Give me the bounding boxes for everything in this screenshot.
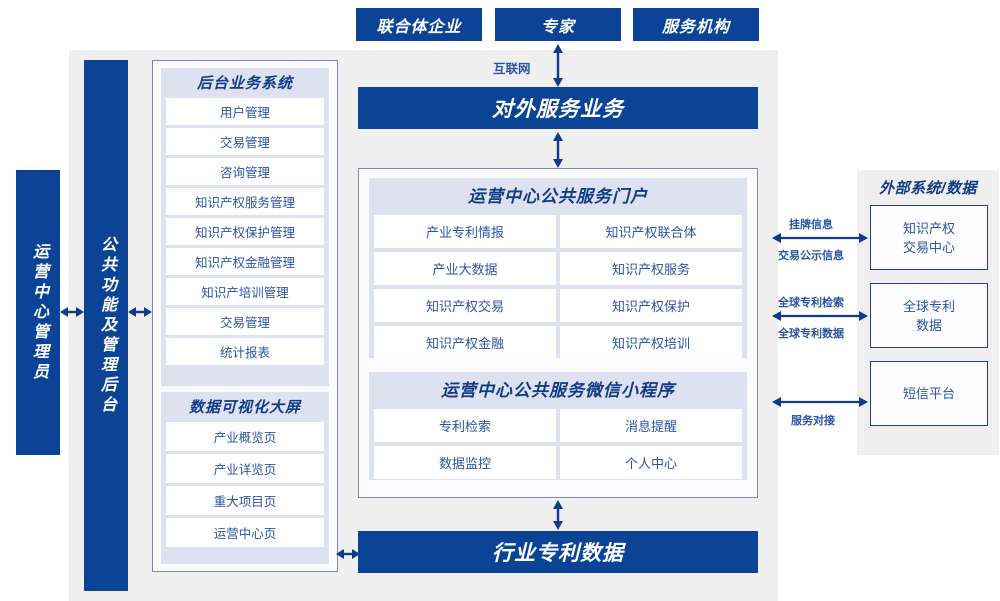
external-label-above: 全球专利检索 (778, 297, 844, 309)
arrow-modules-to-data (336, 546, 360, 562)
miniprogram-item[interactable]: 个人中心 (560, 446, 742, 479)
module-item[interactable]: 咨询管理 (166, 158, 324, 185)
external-box-ip-exchange-center[interactable]: 知识产权 交易中心 (870, 205, 988, 270)
module-item[interactable]: 知识产权保护管理 (166, 218, 324, 245)
arrow-external-global-patent (772, 308, 868, 324)
actor-box-union-enterprise[interactable]: 联合体企业 (356, 8, 482, 41)
portal-item[interactable]: 知识产权交易 (374, 289, 556, 322)
arrow-portal-to-data (550, 500, 566, 530)
miniprogram-item[interactable]: 数据监控 (374, 446, 556, 479)
module-group-title: 后台业务系统 (196, 75, 293, 92)
module-item[interactable]: 用户管理 (166, 98, 324, 125)
actor-box-expert[interactable]: 专家 (495, 8, 621, 41)
center-group-grid: 专利检索 消息提醒 数据监控 个人中心 (374, 409, 742, 479)
module-item[interactable]: 统计报表 (166, 338, 324, 365)
bar-label: 行业专利数据 (492, 542, 624, 565)
module-item[interactable]: 产业详览页 (166, 454, 324, 483)
miniprogram-item[interactable]: 专利检索 (374, 409, 556, 442)
external-label-below: 全球专利数据 (778, 328, 844, 340)
external-label-above: 挂牌信息 (789, 219, 833, 231)
actor-label: 专家 (540, 18, 575, 36)
arrow-external-ip-exchange (772, 230, 868, 246)
industry-patent-data-bar[interactable]: 行业专利数据 (358, 531, 758, 573)
portal-item[interactable]: 知识产权金融 (374, 326, 556, 359)
portal-item[interactable]: 产业专利情报 (374, 215, 556, 248)
arrow-service-to-portal (550, 132, 566, 168)
external-label-below: 交易公示信息 (778, 250, 844, 262)
portal-item[interactable]: 知识产权培训 (560, 326, 742, 359)
module-group-title: 数据可视化大屏 (188, 399, 301, 416)
arrow-admin-to-backend (60, 304, 84, 320)
portal-item[interactable]: 知识产权保护 (560, 289, 742, 322)
arrow-internet (550, 44, 566, 87)
external-box-global-patent-data[interactable]: 全球专利 数据 (870, 283, 988, 348)
external-box-label: 短信平台 (902, 386, 955, 401)
arrow-backend-to-modules (128, 304, 152, 320)
connection-label-internet: 互联网 (493, 62, 531, 76)
external-service-bar[interactable]: 对外服务业务 (358, 87, 758, 129)
external-box-sms-platform[interactable]: 短信平台 (870, 361, 988, 426)
center-group-grid: 产业专利情报 知识产权联合体 产业大数据 知识产权服务 知识产权交易 知识产权保… (374, 215, 742, 359)
actor-label: 服务机构 (661, 18, 730, 36)
portal-item[interactable]: 知识产权服务 (560, 252, 742, 285)
external-panel-title: 外部系统/数据 (879, 180, 977, 197)
module-group-backoffice: 后台业务系统 用户管理 交易管理 咨询管理 知识产权服务管理 知识产权保护管理 … (161, 68, 329, 386)
external-box-label: 全球专利 数据 (902, 298, 955, 333)
role-label: 运营中心管理员 (30, 242, 47, 383)
center-group-title: 运营中心公共服务微信小程序 (441, 381, 675, 400)
role-bar-common-backend[interactable]: 公共功能及管理后台 (84, 60, 128, 591)
arrow-external-sms (772, 394, 868, 410)
module-item[interactable]: 运营中心页 (166, 518, 324, 547)
center-group-portal: 运营中心公共服务门户 产业专利情报 知识产权联合体 产业大数据 知识产权服务 知… (369, 178, 747, 359)
module-item[interactable]: 知识产培训管理 (166, 278, 324, 305)
module-item[interactable]: 重大项目页 (166, 486, 324, 515)
portal-item[interactable]: 知识产权联合体 (560, 215, 742, 248)
bar-label: 对外服务业务 (492, 98, 624, 121)
module-item[interactable]: 知识产权金融管理 (166, 248, 324, 275)
portal-item[interactable]: 产业大数据 (374, 252, 556, 285)
miniprogram-item[interactable]: 消息提醒 (560, 409, 742, 442)
external-box-label: 知识产权 交易中心 (902, 220, 955, 255)
center-group-title: 运营中心公共服务门户 (468, 187, 648, 206)
actor-label: 联合体企业 (376, 18, 462, 36)
role-label: 公共功能及管理后台 (98, 235, 115, 416)
actor-box-service-agency[interactable]: 服务机构 (633, 8, 759, 41)
module-item[interactable]: 产业概览页 (166, 422, 324, 451)
role-bar-operations-admin[interactable]: 运营中心管理员 (16, 170, 60, 455)
module-group-dataviz: 数据可视化大屏 产业概览页 产业详览页 重大项目页 运营中心页 (161, 392, 329, 564)
module-item[interactable]: 知识产权服务管理 (166, 188, 324, 215)
module-item[interactable]: 交易管理 (166, 308, 324, 335)
module-item[interactable]: 交易管理 (166, 128, 324, 155)
center-group-miniprogram: 运营中心公共服务微信小程序 专利检索 消息提醒 数据监控 个人中心 (369, 372, 747, 480)
external-label-below: 服务对接 (791, 415, 835, 427)
